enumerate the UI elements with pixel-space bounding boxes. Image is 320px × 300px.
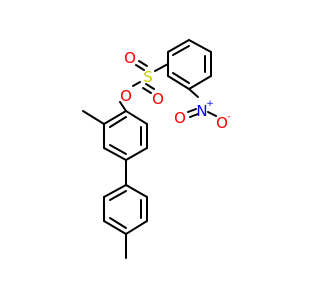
bond-double-inner [109, 116, 127, 128]
ester-oxygen: O [120, 87, 132, 105]
bonds [82, 39, 217, 259]
bond-nitro-double-b [189, 113, 199, 118]
bond-double-inner [172, 72, 190, 84]
bond [125, 184, 148, 198]
bond [167, 75, 190, 90]
bond-double-inner [109, 217, 127, 229]
bond [125, 147, 148, 161]
bond-ring-nitrogen [188, 88, 199, 98]
sulfonyl-oxygen-top: O [124, 49, 136, 67]
bond-nitro-single [207, 111, 217, 117]
nitro-oxygen-charge: - [227, 112, 230, 122]
bond-oxygen-ring [119, 101, 127, 112]
bond-double-inner [109, 144, 127, 155]
bond-nitro-double-a [187, 108, 197, 113]
bond [103, 220, 127, 235]
nitro-nitrogen: N [196, 102, 207, 120]
bond-sulfonyl-bottom-a [145, 83, 155, 90]
bond [188, 39, 212, 53]
bond-ring-sulfur [154, 63, 169, 72]
bond [103, 184, 127, 198]
nitro-oxygen-right: O [216, 114, 228, 132]
bond-sulfonyl-top-a [135, 64, 145, 71]
atom-labels: S O O O N + O O - [120, 49, 231, 132]
nitrophenyl-ring [167, 39, 212, 90]
bond-double-inner [172, 45, 190, 56]
bond [167, 39, 190, 53]
tolyl-ring [103, 184, 148, 235]
bond [188, 75, 212, 90]
nitrogen-charge: + [206, 99, 214, 109]
nitro-oxygen-left: O [174, 109, 186, 127]
bond [103, 147, 127, 161]
bond-double-inner [109, 190, 127, 201]
cresol-ring [103, 110, 148, 161]
bond-sulfonyl-top-b [138, 60, 148, 67]
bond-sulfonyl-bottom-b [142, 87, 152, 94]
chemical-structure-diagram: S O O O N + O O - [82, 39, 231, 259]
bond-methyl-upper [82, 110, 105, 125]
sulfur-atom: S [143, 68, 153, 86]
sulfonyl-oxygen-bottom: O [152, 90, 164, 108]
bond-sulfur-oxygen [132, 81, 141, 87]
bond [125, 220, 148, 235]
bond [103, 110, 127, 125]
bond [125, 110, 148, 125]
